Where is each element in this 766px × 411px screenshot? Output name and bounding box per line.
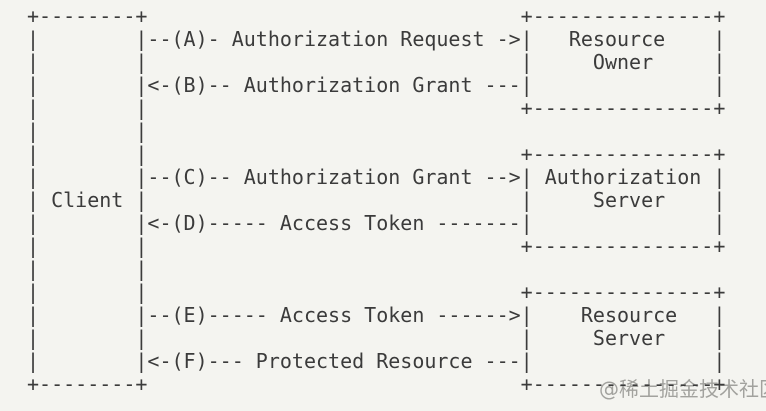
oauth-abstract-flow-ascii-diagram: +--------+ +---------------+ | |--(A)- A… [27,4,726,396]
